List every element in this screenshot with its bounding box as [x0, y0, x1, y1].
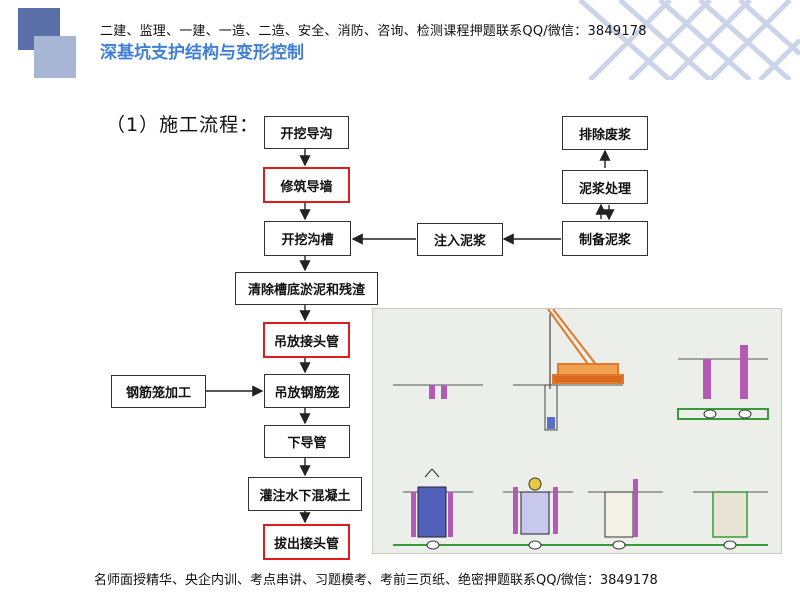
step-hang-joint-pipe: 吊放接头管: [263, 322, 350, 358]
construction-stages-drawing: [393, 308, 769, 550]
stage-joint-pipe: [677, 345, 769, 420]
stage-pull-pipe: [712, 491, 748, 538]
page-title: 深基坑支护结构与变形控制: [100, 43, 304, 63]
step-discharge-waste-slurry: 排除废浆: [562, 116, 648, 150]
step-make-slurry: 制备泥浆: [562, 221, 648, 256]
step-clear-sludge: 清除槽底淤泥和残渣: [235, 272, 378, 305]
corner-lattice-decoration: [578, 0, 800, 80]
stage-tremie: [513, 477, 558, 535]
construction-sequence-illustration: [372, 308, 782, 554]
step-dig-trench: 开挖沟槽: [264, 221, 351, 256]
step-inject-slurry: 注入泥浆: [417, 223, 503, 256]
step-treat-slurry: 泥浆处理: [562, 170, 648, 204]
stage-guide-wall: [429, 385, 447, 399]
stage-crane: [547, 308, 624, 389]
step-hang-rebar-cage: 吊放钢筋笼: [264, 374, 350, 408]
stage-pour: [604, 479, 638, 538]
step-dig-guide-trench: 开挖导沟: [264, 116, 349, 149]
section-title: （1）施工流程：: [106, 114, 260, 136]
promo-banner: 二建、监理、一建、一造、二造、安全、消防、咨询、检测课程押题联系QQ/微信：38…: [100, 24, 647, 39]
corner-square-light: [34, 36, 76, 78]
step-rebar-cage-processing: 钢筋笼加工: [111, 375, 206, 408]
stage-rebar-cage: [411, 468, 453, 538]
promo-footer: 名师面授精华、央企内训、考点串讲、习题模考、考前三页纸、绝密押题联系QQ/微信：…: [94, 573, 658, 588]
step-pour-concrete: 灌注水下混凝土: [248, 477, 362, 511]
step-lower-tremie: 下导管: [264, 425, 350, 458]
step-pull-joint-pipe: 拔出接头管: [263, 524, 350, 560]
step-build-guide-wall: 修筑导墙: [263, 167, 350, 203]
